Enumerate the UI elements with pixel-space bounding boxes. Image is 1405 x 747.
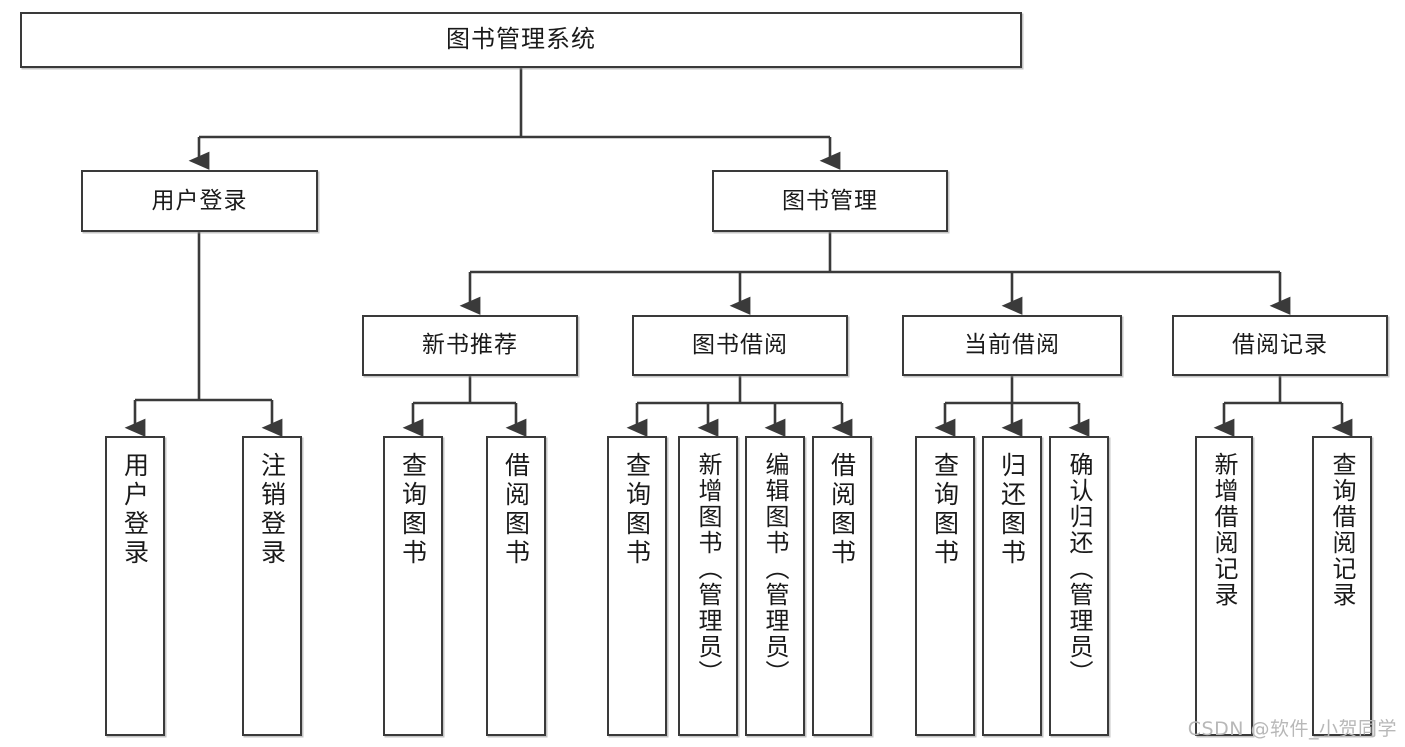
node-leaf-borrow-book-1[interactable]: 借阅图书: [486, 436, 546, 736]
node-label: 新增借阅记录: [1210, 452, 1238, 608]
node-label: 新增图书（管理员）: [694, 452, 722, 686]
node-leaf-query-book-2[interactable]: 查询图书: [607, 436, 667, 736]
csdn-watermark: CSDN @软件_小贺同学: [1187, 718, 1397, 740]
node-leaf-confirm-return[interactable]: 确认归还（管理员）: [1049, 436, 1109, 736]
node-label: 用户登录: [120, 452, 150, 568]
node-current-borrow[interactable]: 当前借阅: [902, 315, 1122, 376]
node-label: 图书管理系统: [446, 25, 596, 54]
node-label: 注销登录: [257, 452, 287, 568]
node-leaf-add-book[interactable]: 新增图书（管理员）: [678, 436, 738, 736]
node-borrow-record[interactable]: 借阅记录: [1172, 315, 1388, 376]
node-label: 编辑图书（管理员）: [761, 452, 789, 686]
node-label: 确认归还（管理员）: [1065, 452, 1093, 686]
node-label: 归还图书: [997, 452, 1027, 568]
node-label: 查询图书: [398, 452, 428, 568]
node-leaf-edit-book[interactable]: 编辑图书（管理员）: [745, 436, 805, 736]
node-label: 用户登录: [151, 187, 248, 214]
node-root-book-management-system[interactable]: 图书管理系统: [20, 12, 1022, 68]
node-label: 当前借阅: [964, 332, 1060, 359]
node-label: 新书推荐: [422, 332, 518, 359]
node-user-login[interactable]: 用户登录: [81, 170, 318, 232]
node-leaf-add-record[interactable]: 新增借阅记录: [1195, 436, 1253, 736]
node-leaf-borrow-book-2[interactable]: 借阅图书: [812, 436, 872, 736]
node-new-book-recommend[interactable]: 新书推荐: [362, 315, 578, 376]
node-leaf-query-book-3[interactable]: 查询图书: [915, 436, 975, 736]
node-leaf-user-login[interactable]: 用户登录: [105, 436, 165, 736]
node-book-borrow[interactable]: 图书借阅: [632, 315, 848, 376]
node-label: 查询借阅记录: [1328, 452, 1356, 608]
node-label: 借阅图书: [501, 452, 531, 568]
node-leaf-return-book[interactable]: 归还图书: [982, 436, 1042, 736]
node-label: 图书管理: [782, 187, 878, 214]
node-label: 查询图书: [622, 452, 652, 568]
node-leaf-query-book-1[interactable]: 查询图书: [383, 436, 443, 736]
node-leaf-logout-login[interactable]: 注销登录: [242, 436, 302, 736]
node-label: 查询图书: [930, 452, 960, 568]
node-label: 借阅记录: [1232, 332, 1328, 359]
node-book-management[interactable]: 图书管理: [712, 170, 948, 232]
node-leaf-query-record[interactable]: 查询借阅记录: [1312, 436, 1372, 736]
node-label: 借阅图书: [827, 452, 857, 568]
node-label: 图书借阅: [692, 332, 788, 359]
